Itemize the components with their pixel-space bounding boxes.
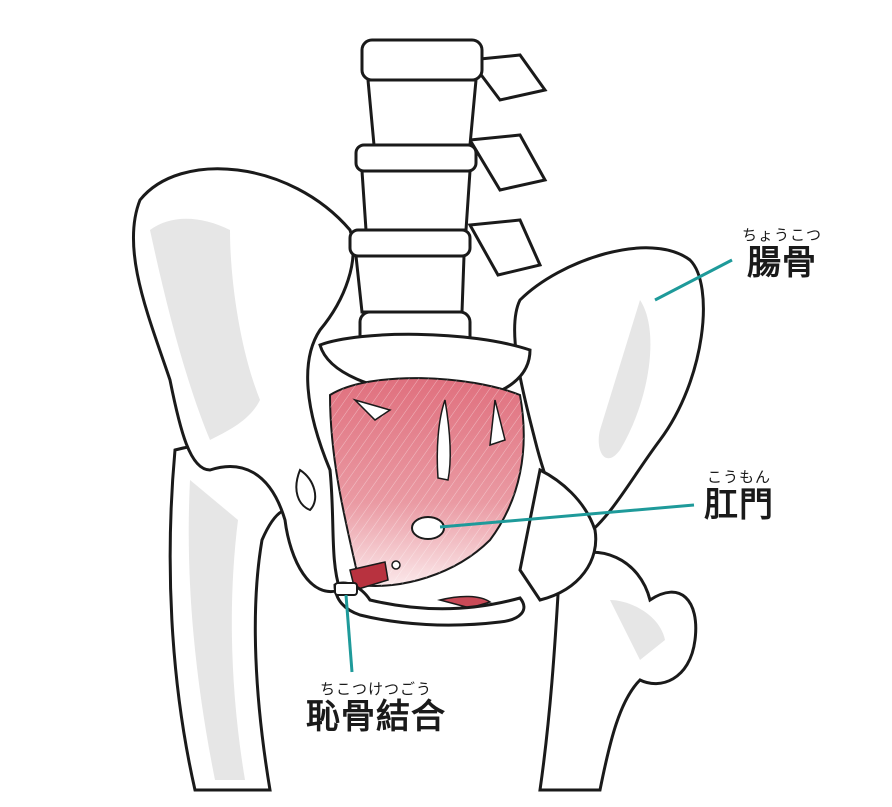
pubic-bones: [333, 581, 526, 627]
ilium-leader-line: [654, 258, 733, 302]
anus-text: 肛門: [704, 485, 774, 525]
pubic-symphysis-mark: [334, 582, 358, 596]
left-ilium: [131, 167, 355, 594]
pelvic-floor-muscle: [328, 377, 525, 609]
lumbar-spine: [348, 38, 548, 354]
right-ilium: [513, 246, 705, 602]
anus-leader-line: [439, 503, 695, 529]
ilium-text: 腸骨: [747, 243, 817, 283]
anus-ruby: こうもん: [706, 468, 771, 486]
anus-opening: [411, 516, 445, 540]
pubic-symphysis-leader-line: [344, 594, 354, 673]
anus-label: こうもん 肛門: [694, 468, 784, 524]
left-femur: [168, 443, 322, 792]
ilium-ruby: ちょうこつ: [741, 226, 822, 244]
pubic-symphysis-ruby: ちこつけつごう: [319, 680, 432, 698]
pubic-symphysis-text: 恥骨結合: [306, 697, 446, 737]
right-femur: [538, 550, 698, 792]
ilium-label: ちょうこつ 腸骨: [732, 226, 832, 282]
pubic-symphysis-label: ちこつけつごう 恥骨結合: [286, 680, 466, 736]
